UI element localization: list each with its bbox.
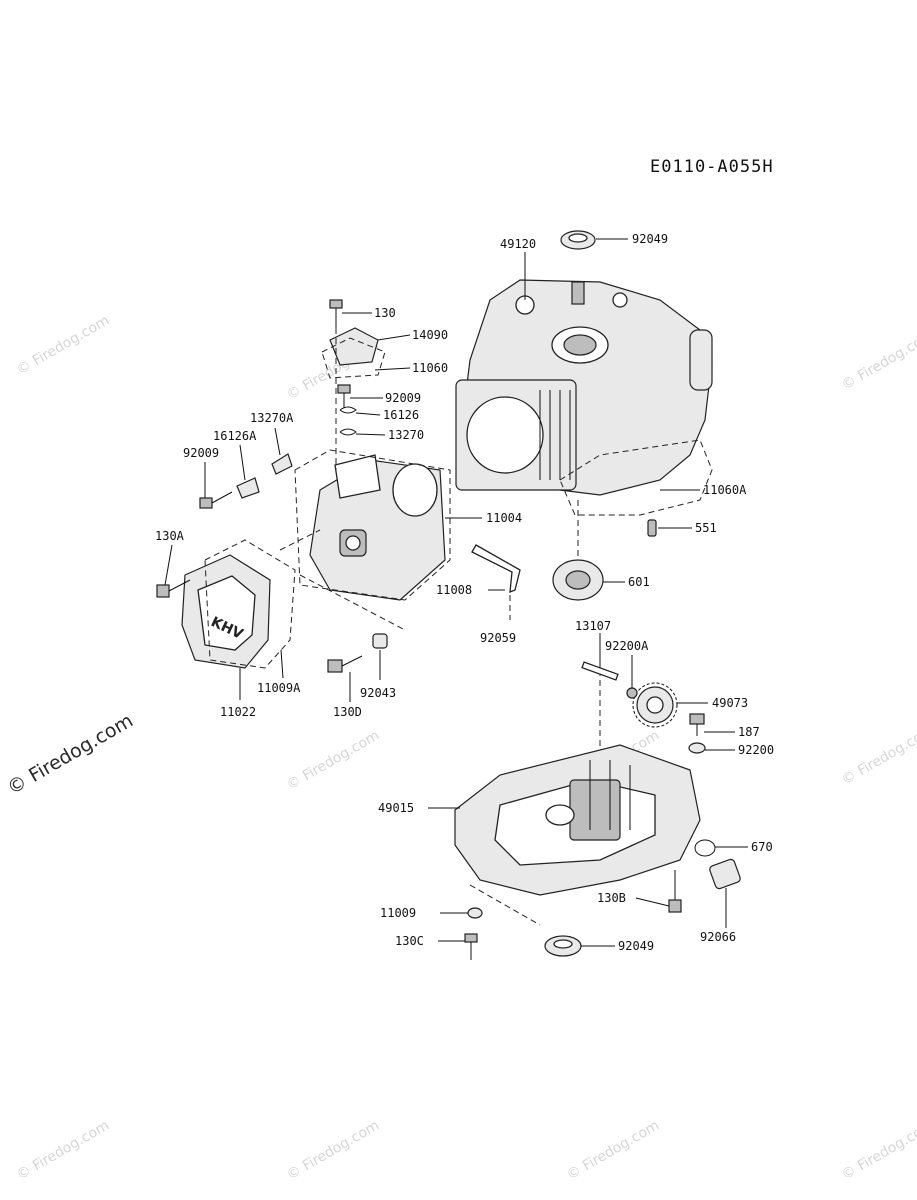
label-130C: 130C <box>395 934 424 948</box>
gasket-11009A <box>204 539 296 669</box>
watermark: © Firedog.com <box>284 1118 382 1184</box>
watermark: © Firedog.com <box>14 313 112 379</box>
gear-49073 <box>632 682 678 728</box>
label-11009: 11009 <box>380 906 416 920</box>
bolt-130D <box>327 655 363 673</box>
bolt-130 <box>329 299 343 328</box>
label-49073: 49073 <box>712 696 748 710</box>
label-92200A: 92200A <box>605 639 649 653</box>
watermark: © Firedog.com <box>839 328 917 394</box>
label-601: 601 <box>628 575 650 589</box>
valve-cover-11022: KHV <box>181 554 271 669</box>
clip-13270 <box>339 428 357 436</box>
o-ring-670 <box>694 839 716 857</box>
watermark: © Firedog.com <box>14 1118 112 1184</box>
dowel-pin-551 <box>647 519 657 537</box>
label-16126: 16126 <box>383 408 419 422</box>
bolt-130C <box>464 933 478 960</box>
label-92009-upper: 92009 <box>385 391 421 405</box>
label-130D: 130D <box>333 705 362 719</box>
bolt-130A <box>156 579 191 598</box>
label-130: 130 <box>374 306 396 320</box>
part-labels: 92049 49120 130 14090 11060 92009 16126 … <box>155 232 774 953</box>
label-11022: 11022 <box>220 705 256 719</box>
label-92066: 92066 <box>700 930 736 944</box>
label-670: 670 <box>751 840 773 854</box>
diagram-code: E0110-A055H <box>650 157 774 177</box>
bolt-92009-upper <box>337 384 351 408</box>
washer-92200A <box>626 687 638 699</box>
watermark: © Firedog.com <box>564 1118 662 1184</box>
label-551: 551 <box>695 521 717 535</box>
watermark-main: © Firedog.com <box>4 710 137 800</box>
watermark: © Firedog.com <box>839 723 917 789</box>
label-13107: 13107 <box>575 619 611 633</box>
cylinder-head-11004 <box>309 454 446 601</box>
clip-16126 <box>339 406 357 414</box>
breather-cover-14090 <box>321 327 386 379</box>
leader-lines <box>164 238 748 947</box>
label-92059: 92059 <box>480 631 516 645</box>
label-11060A: 11060A <box>703 483 747 497</box>
bolt-187 <box>689 713 705 736</box>
tube-11008 <box>471 544 521 594</box>
part-13270A <box>271 453 293 475</box>
label-11009A: 11009A <box>257 681 301 695</box>
label-11004: 11004 <box>486 511 522 525</box>
crankcase-49120 <box>455 279 713 496</box>
gasket-11060A <box>559 439 713 516</box>
label-49120: 49120 <box>500 237 536 251</box>
label-13270A: 13270A <box>250 411 294 425</box>
label-13270: 13270 <box>388 428 424 442</box>
pin-13107 <box>581 661 619 681</box>
label-130A: 130A <box>155 529 185 543</box>
oil-seal-92049-top <box>560 230 596 250</box>
oil-seal-92049-bottom <box>544 935 582 957</box>
label-11060: 11060 <box>412 361 448 375</box>
watermark: © Firedog.com <box>284 728 382 794</box>
bolt-92009-lower <box>199 491 233 509</box>
label-92009-lower: 92009 <box>183 446 219 460</box>
label-92049-bottom: 92049 <box>618 939 654 953</box>
label-187: 187 <box>738 725 760 739</box>
washer-92200 <box>688 742 706 754</box>
bolt-130B <box>668 870 682 913</box>
label-16126A: 16126A <box>213 429 257 443</box>
label-92200: 92200 <box>738 743 774 757</box>
label-92043: 92043 <box>360 686 396 700</box>
label-49015: 49015 <box>378 801 414 815</box>
washer-11009 <box>467 907 483 919</box>
label-11008: 11008 <box>436 583 472 597</box>
bearing-601 <box>552 559 604 601</box>
dowel-92043 <box>372 633 388 649</box>
crankcase-cover-49015 <box>454 744 701 896</box>
watermark: © Firedog.com <box>839 1118 917 1184</box>
plug-92066 <box>709 858 741 890</box>
part-16126A <box>236 477 260 499</box>
label-14090: 14090 <box>412 328 448 342</box>
label-130B: 130B <box>597 891 626 905</box>
label-92049-top: 92049 <box>632 232 668 246</box>
head-gasket-outline <box>294 449 451 601</box>
